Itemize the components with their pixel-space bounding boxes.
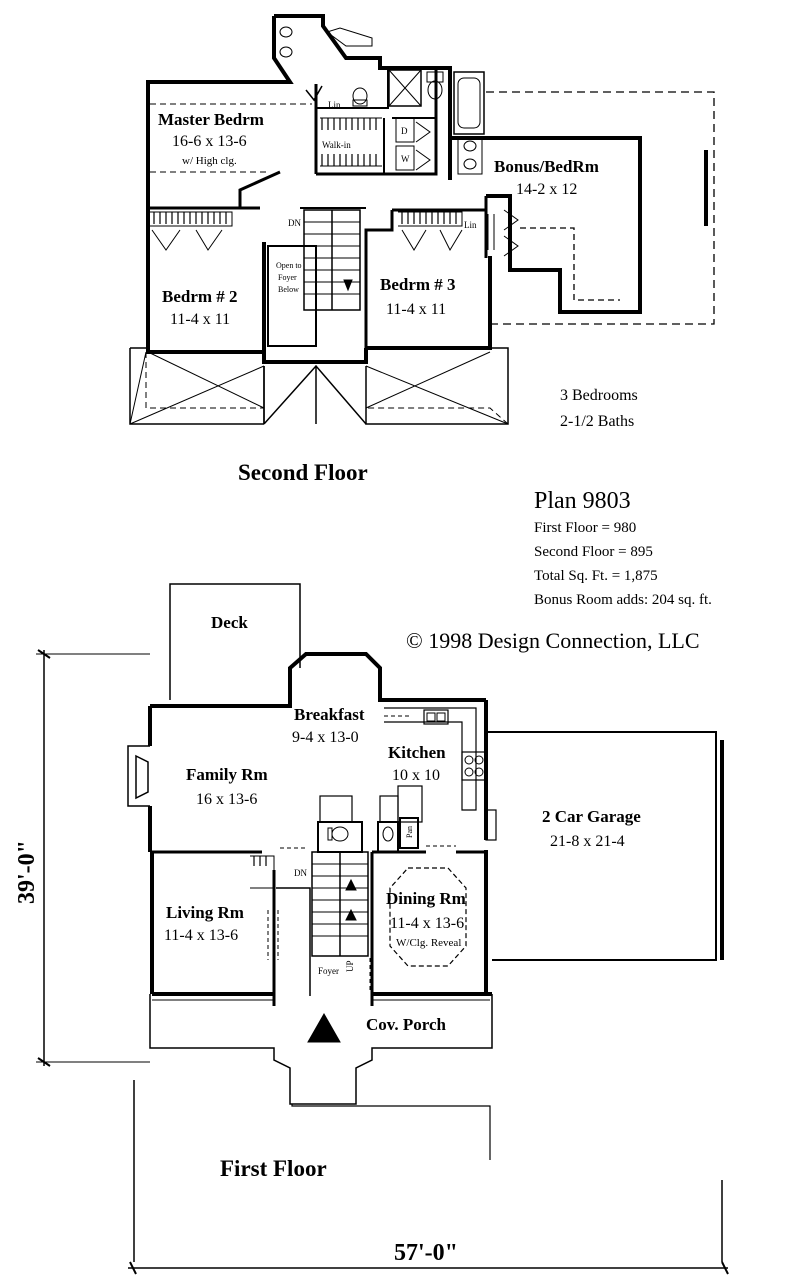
up-stairs-label: UP — [345, 960, 355, 972]
bonus-room-name: Bonus/BedRm — [494, 157, 599, 176]
washer-label: W — [401, 154, 410, 164]
family-room-name: Family Rm — [186, 765, 268, 784]
foyer-label: Foyer — [318, 966, 339, 976]
second-floor-title: Second Floor — [238, 460, 368, 485]
living-room-name: Living Rm — [166, 903, 244, 922]
master-bedroom-name: Master Bedrm — [158, 110, 264, 129]
depth-dimension: 39'-0" — [14, 840, 40, 904]
family-room-dims: 16 x 13-6 — [196, 791, 257, 808]
copyright-notice: © 1998 Design Connection, LLC — [406, 628, 700, 653]
plan-info: Plan 9803 First Floor = 980 Second Floor… — [406, 488, 712, 653]
first-floor-title: First Floor — [220, 1156, 327, 1181]
master-bedroom-dims: 16-6 x 13-6 — [172, 133, 247, 150]
bedroom-count: 3 Bedrooms — [560, 387, 638, 404]
master-bedroom-note: w/ High clg. — [182, 155, 237, 167]
down-stairs-label: DN — [288, 218, 301, 228]
first-floor-labels: Deck Breakfast 9-4 x 13-0 Kitchen 10 x 1… — [14, 613, 641, 1266]
dining-room-name: Dining Rm — [386, 889, 466, 908]
total-sqft: Total Sq. Ft. = 1,875 — [534, 568, 658, 584]
breakfast-dims: 9-4 x 13-0 — [292, 729, 359, 746]
open-to-foyer-line-3: Below — [278, 285, 299, 294]
bedroom-3-name: Bedrm # 3 — [380, 275, 456, 294]
garage-dims: 21-8 x 21-4 — [550, 833, 625, 850]
deck-name: Deck — [211, 613, 248, 632]
bedroom-2-dims: 11-4 x 11 — [170, 311, 230, 328]
linen-label-1: Lin — [328, 100, 341, 110]
first-floor-sqft: First Floor = 980 — [534, 520, 636, 536]
bedroom-3-dims: 11-4 x 11 — [386, 301, 446, 318]
second-floor-labels: Master Bedrm 16-6 x 13-6 w/ High clg. Bo… — [158, 100, 638, 485]
bath-count: 2-1/2 Baths — [560, 413, 634, 430]
garage-name: 2 Car Garage — [542, 807, 641, 826]
covered-porch-name: Cov. Porch — [366, 1015, 447, 1034]
linen-label-2: Lin — [464, 220, 477, 230]
kitchen-dims: 10 x 10 — [392, 767, 440, 784]
second-floor-plan — [129, 14, 715, 425]
width-dimension: 57'-0" — [394, 1240, 458, 1266]
walk-in-closet-label: Walk-in — [322, 140, 351, 150]
plan-number: Plan 9803 — [534, 488, 631, 514]
dryer-label: D — [401, 126, 408, 136]
down-stairs-label-first: DN — [294, 868, 307, 878]
kitchen-name: Kitchen — [388, 743, 446, 762]
bonus-room-sqft: Bonus Room adds: 204 sq. ft. — [534, 592, 712, 608]
breakfast-name: Breakfast — [294, 705, 365, 724]
second-floor-sqft: Second Floor = 895 — [534, 544, 653, 560]
dining-room-note: W/Clg. Reveal — [396, 937, 461, 949]
first-floor-plan — [36, 583, 729, 1275]
living-room-dims: 11-4 x 13-6 — [164, 927, 238, 944]
open-to-foyer-line-1: Open to — [276, 261, 302, 270]
bedroom-2-name: Bedrm # 2 — [162, 287, 238, 306]
open-to-foyer-line-2: Foyer — [278, 273, 297, 282]
dining-room-dims: 11-4 x 13-6 — [390, 915, 464, 932]
bonus-room-dims: 14-2 x 12 — [516, 181, 577, 198]
pantry-label: Pan — [405, 826, 414, 838]
